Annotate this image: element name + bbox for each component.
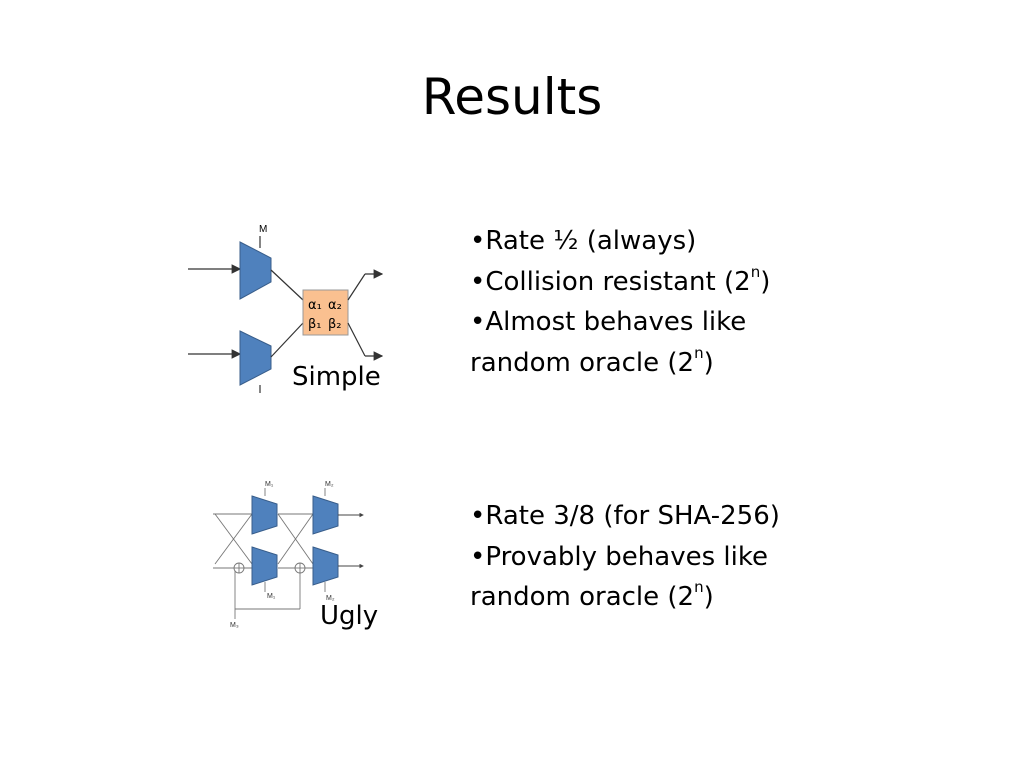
ugly-block-3: [251, 546, 278, 586]
ugly-block-4: [312, 546, 339, 586]
ugly-caption: Ugly: [320, 601, 379, 631]
simple-bullet-random-oracle: •Almost behaves like random oracle (2n): [470, 307, 747, 378]
ugly-bullet-random-oracle: •Provably behaves like random oracle (2n…: [470, 541, 768, 613]
svg-text:M₃: M₃: [230, 622, 239, 629]
simple-bullet-collision: •Collision resistant (2n): [470, 262, 771, 297]
svg-text:M₂: M₂: [326, 595, 335, 602]
simple-construction-diagram: M α₁ α₂ β₁ β₂: [188, 224, 384, 393]
ugly-construction-diagram: M₁ M₂ M₁ M₂ M₃: [213, 481, 364, 629]
slide-title: Results: [421, 68, 603, 126]
svg-text:M₁: M₁: [267, 593, 276, 600]
simple-bullet-rate: •Rate ½ (always): [470, 226, 697, 256]
compression-block-bottom: [239, 330, 272, 386]
ugly-bullet-list: •Rate 3/8 (for SHA-256) •Provably behave…: [470, 496, 780, 618]
mixing-matrix: [302, 289, 349, 336]
simple-bullet-list: •Rate ½ (always) •Collision resistant (2…: [470, 221, 770, 383]
matrix-a1: α₁: [308, 298, 322, 313]
ugly-block-2: [312, 495, 339, 535]
matrix-b2: β₂: [328, 317, 342, 332]
svg-text:M₂: M₂: [325, 481, 334, 488]
simple-caption: Simple: [292, 362, 381, 392]
ugly-block-1: [251, 495, 278, 535]
matrix-a2: α₂: [328, 298, 342, 313]
matrix-b1: β₁: [308, 317, 322, 332]
compression-block-top: [239, 241, 272, 300]
svg-text:M₁: M₁: [265, 481, 274, 488]
ugly-bullet-rate: •Rate 3/8 (for SHA-256): [470, 501, 780, 531]
input-label-m: M: [259, 224, 267, 235]
